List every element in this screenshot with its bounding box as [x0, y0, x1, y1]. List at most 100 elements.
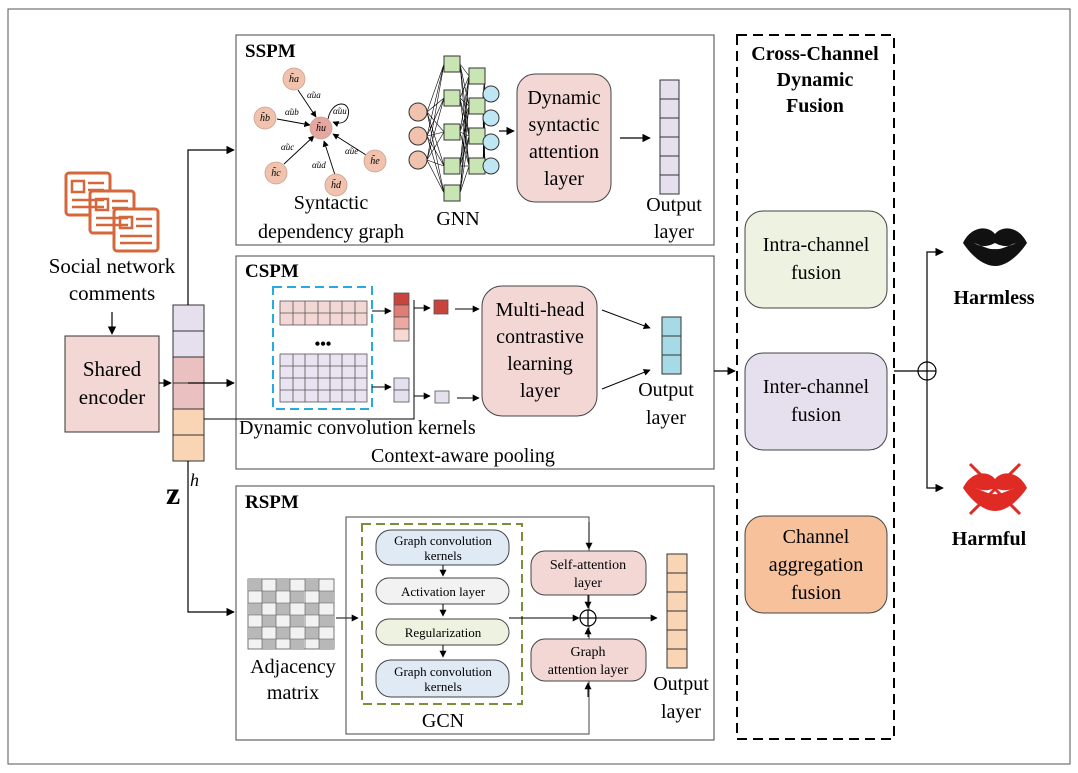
contrastive-line4: layer — [520, 380, 560, 402]
encoder-label-line2: encoder — [79, 385, 145, 409]
edge-ue-label: α̃ue — [345, 146, 358, 156]
cspm-output-vector — [661, 316, 682, 375]
attention-line3: attention — [529, 141, 599, 163]
top-pool-arrow — [413, 300, 431, 312]
rspm-output-line2: layer — [661, 701, 701, 723]
zh-to-pooling-line — [204, 300, 415, 420]
zh-branch-arrows — [187, 145, 235, 617]
gcn-kernels2-line2: kernels — [424, 679, 462, 694]
zh-symbol: z — [166, 475, 180, 511]
dynamic-convolution-kernels-label: Dynamic convolution kernels — [239, 417, 476, 439]
edge-uc-label: α̃uc — [281, 142, 294, 152]
edge-ud-label: α̃ud — [312, 160, 326, 170]
adjacency-line1: Adjacency — [250, 656, 336, 678]
graph-convolution-kernels-bottom — [375, 659, 510, 698]
node-a-label: h̃a — [289, 72, 299, 85]
graph-label-line2: dependency graph — [258, 221, 404, 243]
gcn-box — [361, 523, 523, 705]
contrastive-to-output-arrow-bottom — [601, 369, 651, 390]
pooled-bottom-cell — [434, 390, 450, 404]
fusion-title-line2: Dynamic — [777, 69, 854, 91]
graph-attention-line2: attention layer — [548, 663, 629, 678]
intra-channel-fusion — [744, 210, 888, 309]
zh-vector — [172, 304, 205, 462]
harmful-label: Harmful — [952, 528, 1027, 550]
channel-aggregation-fusion — [744, 515, 888, 614]
shared-encoder-box — [64, 335, 160, 433]
contrastive-to-output-arrow-top — [601, 309, 651, 330]
attention-line2: syntactic — [528, 114, 599, 136]
cspm-title: CSPM — [245, 261, 299, 282]
sspm-output-vector — [659, 79, 680, 195]
document-stack-icon — [64, 171, 160, 253]
adjacency-matrix — [247, 578, 335, 650]
inter-line2: fusion — [791, 404, 841, 426]
gnn-label: GNN — [436, 208, 479, 230]
harmless-label: Harmless — [953, 287, 1034, 309]
kernels-ellipsis: ••• — [315, 336, 332, 353]
pooled-feature-bottom — [393, 377, 410, 403]
edge-uu-label: α̃uu — [333, 106, 347, 116]
convolution-kernels-box — [272, 286, 373, 410]
adjacency-line2: matrix — [267, 682, 319, 704]
gcn-kernels2-line1: Graph convolution — [394, 664, 492, 679]
syntactic-dependency-graph: h̃a h̃b h̃c h̃d h̃e h̃u α̃ua α̃ub α̃uc α… — [253, 67, 387, 197]
sspm-title: SSPM — [245, 41, 296, 62]
contrastive-line3: learning — [507, 353, 573, 375]
rspm-title: RSPM — [245, 492, 299, 513]
regularization-label: Regularization — [405, 625, 482, 640]
zh-superscript: h — [190, 470, 199, 490]
crossed-lips-icon — [963, 462, 1027, 516]
sspm-output-line2: layer — [654, 221, 694, 243]
lips-icon — [963, 228, 1027, 266]
cspm-output-line1: Output — [638, 379, 694, 401]
intra-line2: fusion — [791, 262, 841, 284]
fusion-title-line1: Cross-Channel — [751, 43, 879, 65]
kernel-grid-bottom — [279, 353, 368, 403]
gcn-label: GCN — [422, 710, 464, 732]
node-e-label: h̃e — [370, 154, 380, 167]
gcn-kernels1-line2: kernels — [424, 548, 462, 563]
node-u-label: h̃u — [316, 121, 326, 134]
self-attention-line1: Self-attention — [550, 558, 626, 573]
context-aware-pooling-label: Context-aware pooling — [371, 445, 555, 467]
input-label-line1: Social network — [49, 254, 176, 278]
node-d-label: h̃d — [331, 178, 342, 191]
inter-line1: Inter-channel — [763, 376, 870, 398]
pooled-feature-top — [393, 292, 410, 342]
cspm-output-line2: layer — [646, 407, 686, 429]
to-harmful-arrow — [926, 380, 944, 493]
graph-label-line1: Syntactic — [294, 192, 369, 214]
self-attention-line2: layer — [574, 576, 602, 591]
input-label-line2: comments — [69, 281, 155, 305]
activation-label: Activation layer — [401, 584, 486, 599]
kernel-grid-top — [279, 300, 368, 326]
rspm-module — [235, 485, 715, 741]
pooled-top-cell — [433, 299, 449, 315]
edge-ua-label: α̃ua — [307, 90, 321, 100]
encoder-label-line1: Shared — [83, 357, 142, 381]
sspm-module — [235, 34, 715, 246]
aggregation-line3: fusion — [791, 582, 841, 604]
inter-channel-fusion — [744, 352, 888, 451]
node-c-label: h̃c — [271, 166, 281, 179]
graph-attention-layer — [530, 638, 647, 682]
rspm-output-line1: Output — [653, 673, 709, 695]
contrastive-line2: contrastive — [496, 326, 584, 348]
gcn-kernels1-line1: Graph convolution — [394, 533, 492, 548]
multi-head-contrastive-learning-layer — [481, 285, 598, 417]
intra-line1: Intra-channel — [763, 234, 870, 256]
outer-frame — [7, 8, 1071, 765]
dynamic-syntactic-attention-layer — [516, 73, 612, 203]
contrastive-line1: Multi-head — [496, 299, 585, 321]
edge-ub-label: α̃ub — [285, 107, 299, 117]
sspm-output-line1: Output — [646, 194, 702, 216]
node-b-label: h̃b — [260, 111, 270, 124]
rspm-output-vector — [666, 553, 688, 669]
to-harmless-arrow — [926, 247, 944, 362]
cross-channel-fusion-box — [736, 34, 895, 740]
gnn-network — [408, 55, 500, 202]
aggregation-line1: Channel — [783, 526, 850, 548]
